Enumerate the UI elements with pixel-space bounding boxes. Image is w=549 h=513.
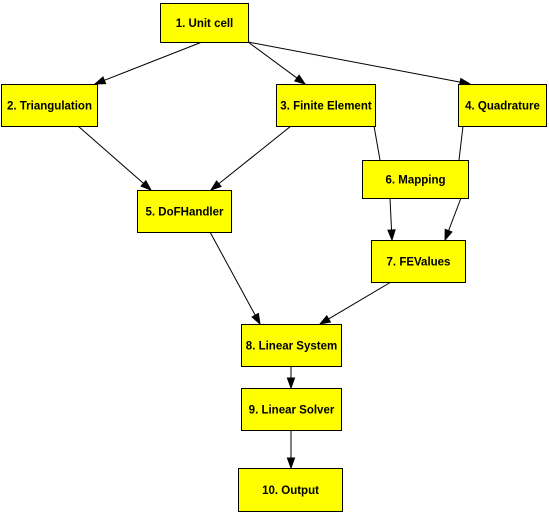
edge-mapping-to-fevalues [387,197,396,242]
node-box [160,3,249,43]
node-linear-solver: 9. Linear Solver [241,388,342,431]
edge-mapping-to-fevalues [444,197,462,242]
node-label: 4. Quadrature [465,101,540,113]
arrowhead [387,229,396,242]
node-box [241,388,342,431]
node-label: 10. Output [262,485,319,497]
arrowhead [318,314,332,325]
node-label: 2. Triangulation [7,101,92,113]
node-box [362,160,469,199]
node-label: 1. Unit cell [176,18,234,30]
node-box [238,468,343,512]
edge-dofhandler-to-linear-system [209,231,261,326]
arrowhead [209,180,222,191]
edge-line [77,125,144,184]
edge-unit-cell-to-quadrature [247,41,472,87]
edge-line [247,41,298,79]
node-mapping: 6. Mapping [362,160,469,199]
edge-finite-element-to-mapping [373,125,381,161]
node-box [241,324,342,367]
edge-line [209,231,256,316]
edge-unit-cell-to-finite-element [247,41,307,85]
node-label: 3. Finite Element [280,101,372,113]
edge-line [389,197,393,231]
node-label: 8. Linear System [246,341,337,353]
node-label: 6. Mapping [385,175,445,187]
edge-finite-element-to-dofhandler [209,125,292,191]
node-quadrature: 4. Quadrature [458,84,547,127]
edge-quadrature-to-mapping [458,125,464,161]
node-finite-element: 3. Finite Element [276,84,376,127]
arrowhead [251,312,261,326]
node-label: 7. FEValues [387,257,451,269]
node-box [458,84,547,127]
arrowhead [286,377,296,390]
node-label: 5. DoFHandler [146,207,224,219]
node-unit-cell: 1. Unit cell [160,3,249,43]
edge-line [458,125,464,161]
node-box [137,190,232,233]
node-box [276,84,376,127]
nodes-layer: 1. Unit cell 2. Triangulation 3. Finite El… [1,3,547,512]
arrowhead [444,228,453,242]
node-dofhandler: 5. DoFHandler [137,190,232,233]
node-output: 10. Output [238,468,343,512]
edge-line [328,281,392,320]
edge-line [373,125,381,161]
node-box [1,84,98,127]
edge-triangulation-to-dofhandler [77,125,153,191]
edge-line [448,197,462,231]
node-label: 9. Linear Solver [249,405,335,417]
edge-line [247,41,461,83]
node-box [371,240,466,283]
node-linear-system: 8. Linear System [241,324,342,367]
edge-line [104,41,203,81]
edge-line [218,125,292,185]
node-fevalues: 7. FEValues [371,240,466,283]
edge-unit-cell-to-triangulation [93,41,203,85]
edges-layer [77,41,472,470]
edge-linear-system-to-linear-solver [286,366,296,390]
edge-linear-solver-to-output [286,430,296,470]
arrowhead [93,76,107,85]
arrowhead [140,179,153,191]
arrowhead [286,457,296,470]
edge-fevalues-to-linear-system [318,281,392,325]
arrowhead [293,74,307,85]
node-triangulation: 2. Triangulation [1,84,98,127]
